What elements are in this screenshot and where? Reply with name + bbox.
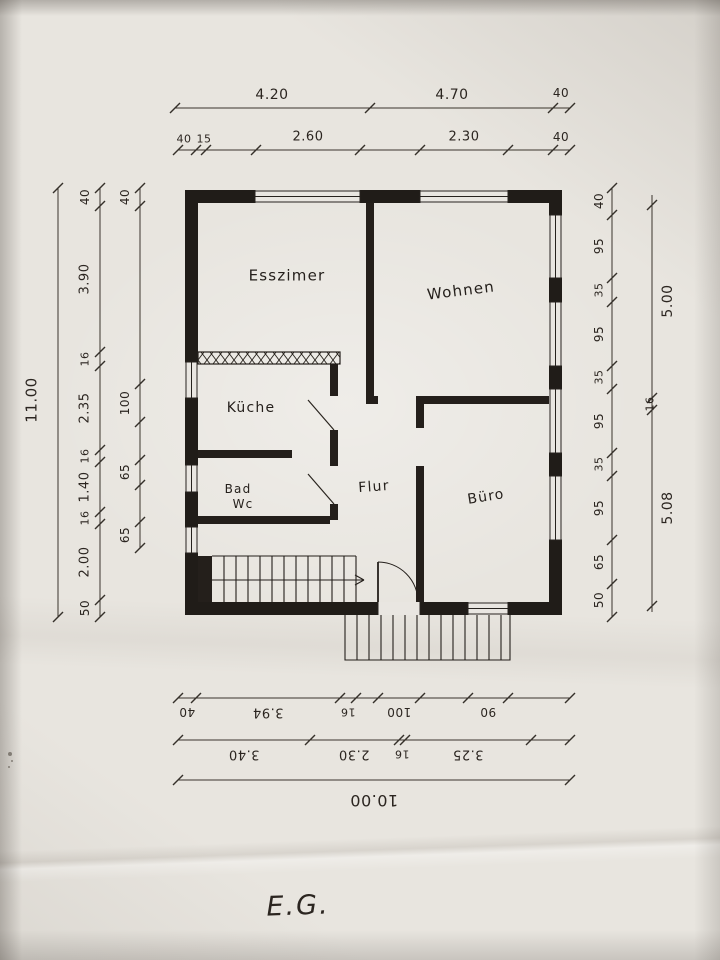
dim-label: 15 bbox=[196, 132, 212, 146]
interior-door-marks bbox=[307, 399, 335, 505]
dim-label: 65 bbox=[118, 463, 132, 481]
dimension-lines bbox=[57, 107, 653, 781]
dim-label: 2.00 bbox=[77, 546, 93, 578]
dim-label: 35 bbox=[592, 282, 606, 298]
dim-label: 4.20 bbox=[255, 87, 289, 103]
dim-label: 5.08 bbox=[660, 491, 676, 525]
dim-label: 100 bbox=[386, 705, 412, 719]
dim-label: 65 bbox=[118, 526, 132, 544]
dim-label: 2.30 bbox=[448, 129, 480, 145]
dim-label: 3.40 bbox=[228, 746, 260, 762]
dim-label: 90 bbox=[479, 705, 497, 719]
room-label-esszimmer: Esszimer bbox=[248, 266, 326, 285]
dim-label: 50 bbox=[78, 599, 92, 617]
dim-label: 3.94 bbox=[252, 704, 284, 720]
room-label-bad: Bad bbox=[224, 482, 252, 496]
dim-label: 40 bbox=[592, 192, 606, 210]
staircase bbox=[198, 555, 365, 602]
dim-label: 2.30 bbox=[338, 746, 370, 762]
dim-label: 16 bbox=[78, 510, 92, 526]
dim-label: 95 bbox=[592, 412, 606, 430]
dim-label: 40 bbox=[176, 132, 192, 146]
dim-label: 2.60 bbox=[292, 129, 324, 145]
exterior-stairs bbox=[344, 615, 511, 661]
dim-label: 95 bbox=[592, 237, 606, 255]
dim-total-height: 11.00 bbox=[22, 377, 41, 423]
entrance-door bbox=[377, 561, 419, 603]
dim-label: 40 bbox=[552, 130, 570, 144]
dim-label: 95 bbox=[592, 325, 606, 343]
dim-label: 16 bbox=[340, 705, 356, 719]
dim-label: 1.40 bbox=[77, 471, 93, 503]
dim-label: 50 bbox=[592, 591, 606, 609]
dim-label: 40 bbox=[118, 188, 132, 206]
hatched-wall bbox=[197, 351, 341, 365]
dim-label: 40 bbox=[552, 86, 570, 100]
dim-label: 16 bbox=[394, 747, 410, 761]
plan-title: E.G. bbox=[265, 889, 331, 923]
dim-label: 16 bbox=[643, 396, 657, 412]
room-label-flur: Flur bbox=[357, 477, 391, 497]
dim-label: 2.35 bbox=[77, 392, 93, 424]
dim-label: 35 bbox=[592, 456, 606, 472]
dim-label: 3.90 bbox=[77, 263, 93, 295]
dim-label: 100 bbox=[118, 390, 132, 416]
dim-label: 3.25 bbox=[452, 746, 484, 762]
windows bbox=[185, 190, 562, 615]
dim-label: 95 bbox=[592, 499, 606, 517]
dim-label: 40 bbox=[178, 705, 196, 719]
interior-walls bbox=[198, 203, 549, 602]
dim-label: 40 bbox=[78, 188, 92, 206]
room-label-wc: Wc bbox=[232, 497, 254, 511]
room-label-kueche: Küche bbox=[226, 400, 276, 416]
dim-total-width: 10.00 bbox=[349, 791, 399, 810]
ink-smudge bbox=[8, 752, 12, 756]
dim-label: 35 bbox=[592, 369, 606, 385]
dim-label: 5.00 bbox=[660, 284, 676, 318]
dimension-ticks bbox=[52, 102, 658, 786]
dim-label: 4.70 bbox=[435, 87, 469, 103]
dim-label: 16 bbox=[78, 448, 92, 464]
dim-label: 16 bbox=[78, 351, 92, 367]
dim-label: 65 bbox=[592, 553, 606, 571]
